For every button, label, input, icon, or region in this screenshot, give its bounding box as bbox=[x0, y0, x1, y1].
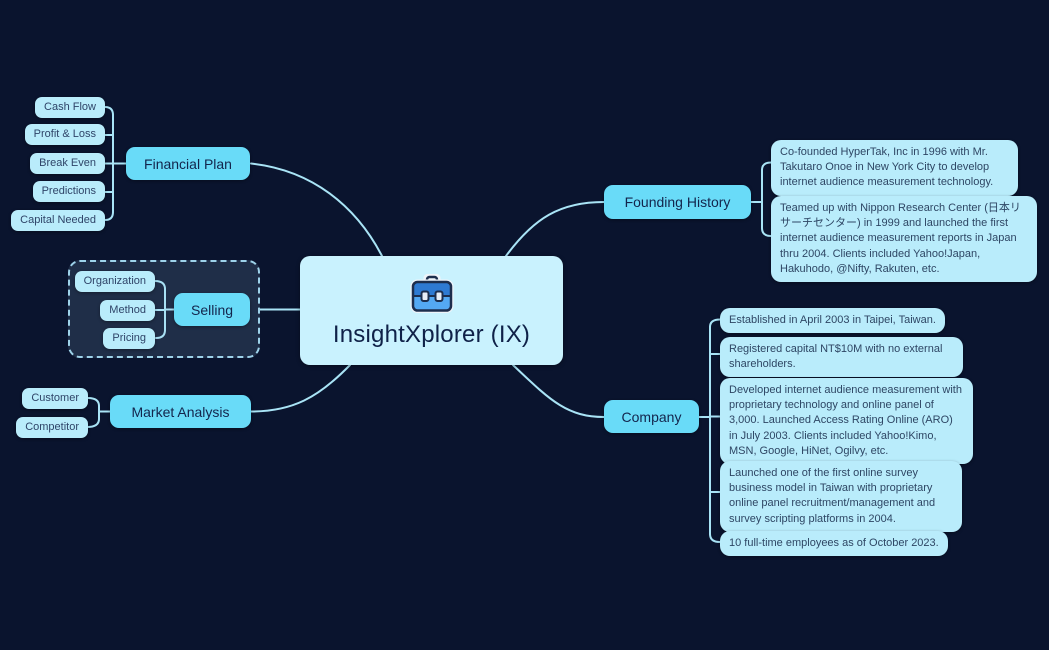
note-online-survey-model[interactable]: Launched one of the first online survey … bbox=[720, 461, 962, 532]
leaf-topic-pricing[interactable]: Pricing bbox=[103, 327, 155, 349]
note-hypertak-founding[interactable]: Co-founded HyperTak, Inc in 1996 with Mr… bbox=[771, 140, 1018, 196]
leaf-topic-predictions[interactable]: Predictions bbox=[32, 181, 105, 202]
branch-topic-selling[interactable]: Selling bbox=[174, 293, 250, 326]
briefcase-icon bbox=[410, 273, 454, 314]
note-registered-capital[interactable]: Registered capital NT$10M with no extern… bbox=[720, 337, 963, 378]
central-topic-title: InsightXplorer (IX) bbox=[332, 320, 531, 348]
leaf-topic-competitor[interactable]: Competitor bbox=[16, 416, 88, 438]
note-employees[interactable]: 10 full-time employees as of October 202… bbox=[720, 531, 948, 557]
note-access-rating-online[interactable]: Developed internet audience measurement … bbox=[720, 378, 973, 464]
leaf-topic-customer[interactable]: Customer bbox=[22, 387, 88, 409]
central-topic[interactable]: InsightXplorer (IX) bbox=[300, 256, 563, 365]
leaf-topic-profit-loss[interactable]: Profit & Loss bbox=[24, 124, 105, 145]
branch-topic-founding-history[interactable]: Founding History bbox=[604, 185, 751, 219]
note-established[interactable]: Established in April 2003 in Taipei, Tai… bbox=[720, 308, 945, 334]
branch-topic-financial-plan[interactable]: Financial Plan bbox=[126, 147, 250, 180]
leaf-topic-capital-needed[interactable]: Capital Needed bbox=[11, 209, 105, 231]
leaf-topic-method[interactable]: Method bbox=[100, 299, 155, 321]
leaf-topic-organization[interactable]: Organization bbox=[74, 270, 155, 292]
leaf-topic-break-even[interactable]: Break Even bbox=[30, 152, 105, 174]
branch-topic-market-analysis[interactable]: Market Analysis bbox=[110, 395, 251, 428]
leaf-topic-cash-flow[interactable]: Cash Flow bbox=[35, 96, 105, 118]
note-nippon-research-center[interactable]: Teamed up with Nippon Research Center (日… bbox=[771, 196, 1037, 282]
branch-topic-company[interactable]: Company bbox=[604, 400, 699, 433]
